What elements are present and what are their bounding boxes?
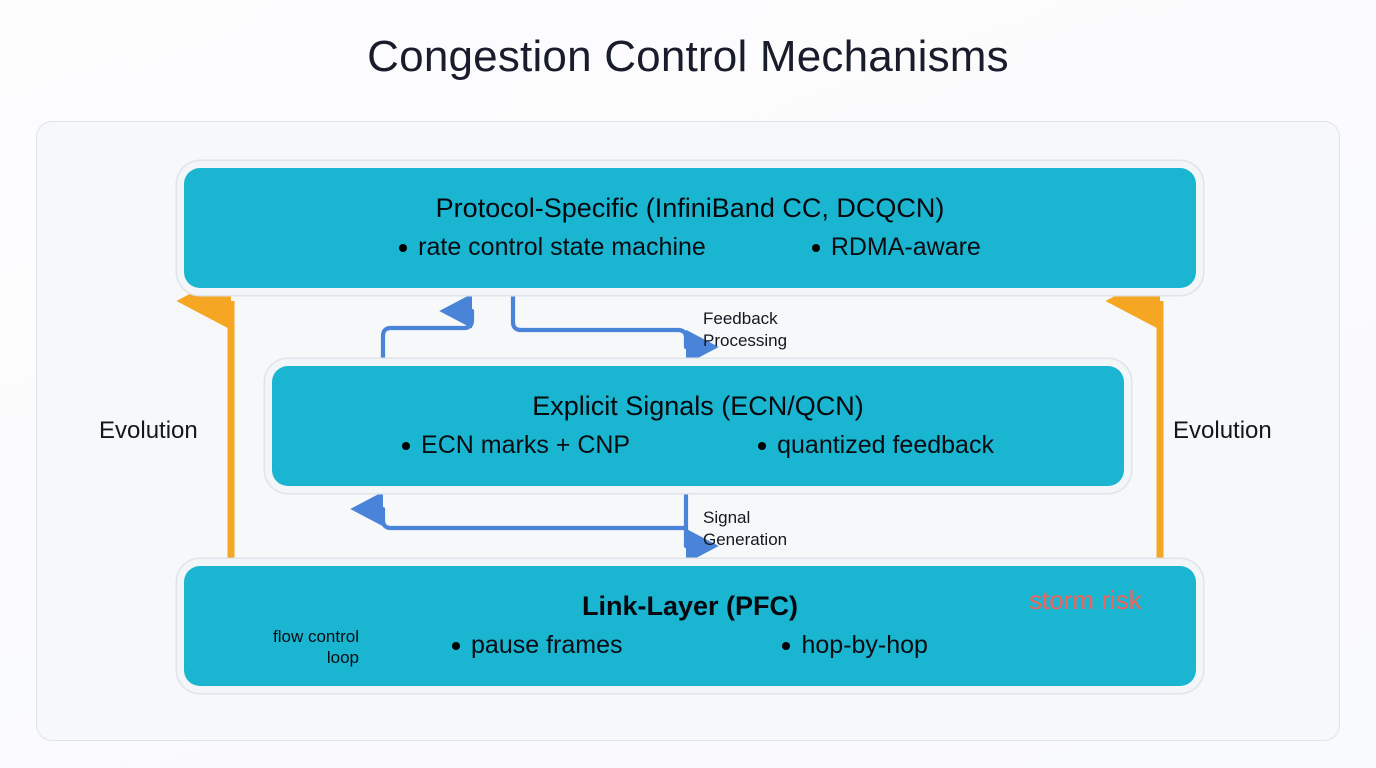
layer-feature-label: pause frames [471,631,623,660]
edge-label-signal-generation: Signal Generation [703,507,787,551]
flow-control-loop-label: flow control loop [239,626,359,668]
layer-box-link-layer[interactable]: Link-Layer (PFC) pause frames hop-by-hop [184,566,1196,686]
layer-feature: ECN marks + CNP [402,431,630,460]
edge-label-line2: Processing [703,331,788,350]
bullet-dot [399,243,408,252]
flow-control-line1: flow control [273,627,359,646]
layer-feature: hop-by-hop [782,631,928,660]
layer-feature-label: ECN marks + CNP [421,431,631,460]
bullet-dot [758,441,767,450]
layer-feature: quantized feedback [758,431,994,460]
flow-control-line2: loop [326,648,359,667]
layer-feature-label: RDMA-aware [830,233,981,262]
bullet-dot [782,641,791,650]
layer-feature: pause frames [452,631,622,660]
evolution-label-right: Evolution [1173,417,1272,444]
layer-title: Explicit Signals (ECN/QCN) [532,390,864,421]
storm-risk-label: storm risk [1029,585,1142,615]
layer-feature-label: rate control state machine [418,233,706,262]
layer-title: Protocol-Specific (InfiniBand CC, DCQCN) [435,192,945,223]
edge-label-line1: Feedback [703,309,778,328]
bullet-dot [811,243,820,252]
layer-feature: RDMA-aware [811,233,981,262]
page-title: Congestion Control Mechanisms [367,32,1009,81]
bullet-dot [402,441,411,450]
layer-feature-row: ECN marks + CNP quantized feedback [402,431,994,460]
bullet-dot [452,641,461,650]
layer-feature: rate control state machine [399,233,706,262]
edge-label-line2: Generation [703,530,788,549]
layer-feature-row: rate control state machine RDMA-aware [399,233,981,262]
layer-box-explicit-signals[interactable]: Explicit Signals (ECN/QCN) ECN marks + C… [272,366,1124,486]
edge-label-feedback-processing: Feedback Processing [703,308,787,352]
layer-feature-row: pause frames hop-by-hop [452,631,928,660]
layer-box-protocol-specific[interactable]: Protocol-Specific (InfiniBand CC, DCQCN)… [184,168,1196,288]
edge-label-line1: Signal [703,508,751,527]
layer-title: Link-Layer (PFC) [581,590,799,621]
evolution-label-left: Evolution [99,417,198,444]
layer-feature-label: hop-by-hop [801,631,928,660]
layer-feature-label: quantized feedback [777,431,994,460]
